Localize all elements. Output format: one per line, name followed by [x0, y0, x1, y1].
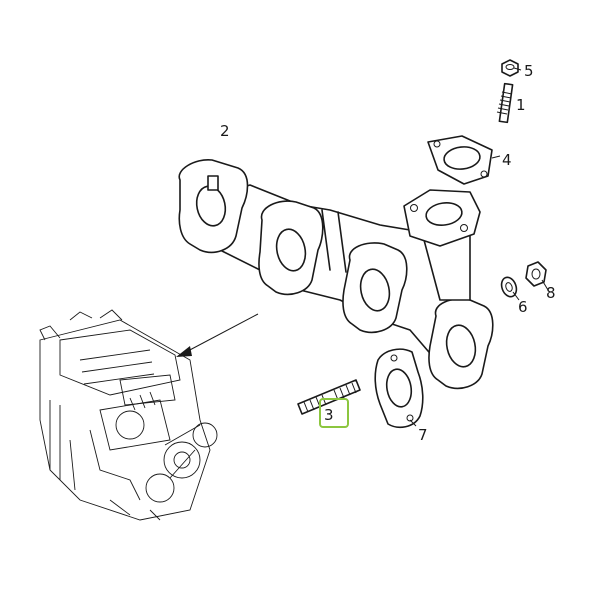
callout-4: 4 [502, 151, 512, 169]
callout-2: 2 [220, 122, 230, 140]
callout-6: 6 [518, 298, 528, 316]
exhaust-manifold[interactable] [178, 159, 494, 390]
callout-7: 7 [418, 426, 428, 444]
callout-8: 8 [546, 284, 556, 302]
nut-8[interactable] [525, 261, 547, 287]
nut-5[interactable] [501, 59, 519, 77]
washer-6[interactable] [499, 275, 519, 299]
engine-assembly [39, 309, 218, 521]
gasket-7[interactable] [374, 348, 424, 429]
callout-3-highlight[interactable]: 3 [319, 398, 349, 428]
leader-lines [409, 67, 549, 427]
assembly-arrow [176, 313, 259, 357]
callout-5: 5 [524, 62, 534, 80]
stud-bolt-1[interactable] [496, 82, 514, 124]
callout-3: 3 [324, 406, 334, 424]
callout-1: 1 [516, 96, 526, 114]
gasket-plate-triangle[interactable] [427, 135, 493, 185]
